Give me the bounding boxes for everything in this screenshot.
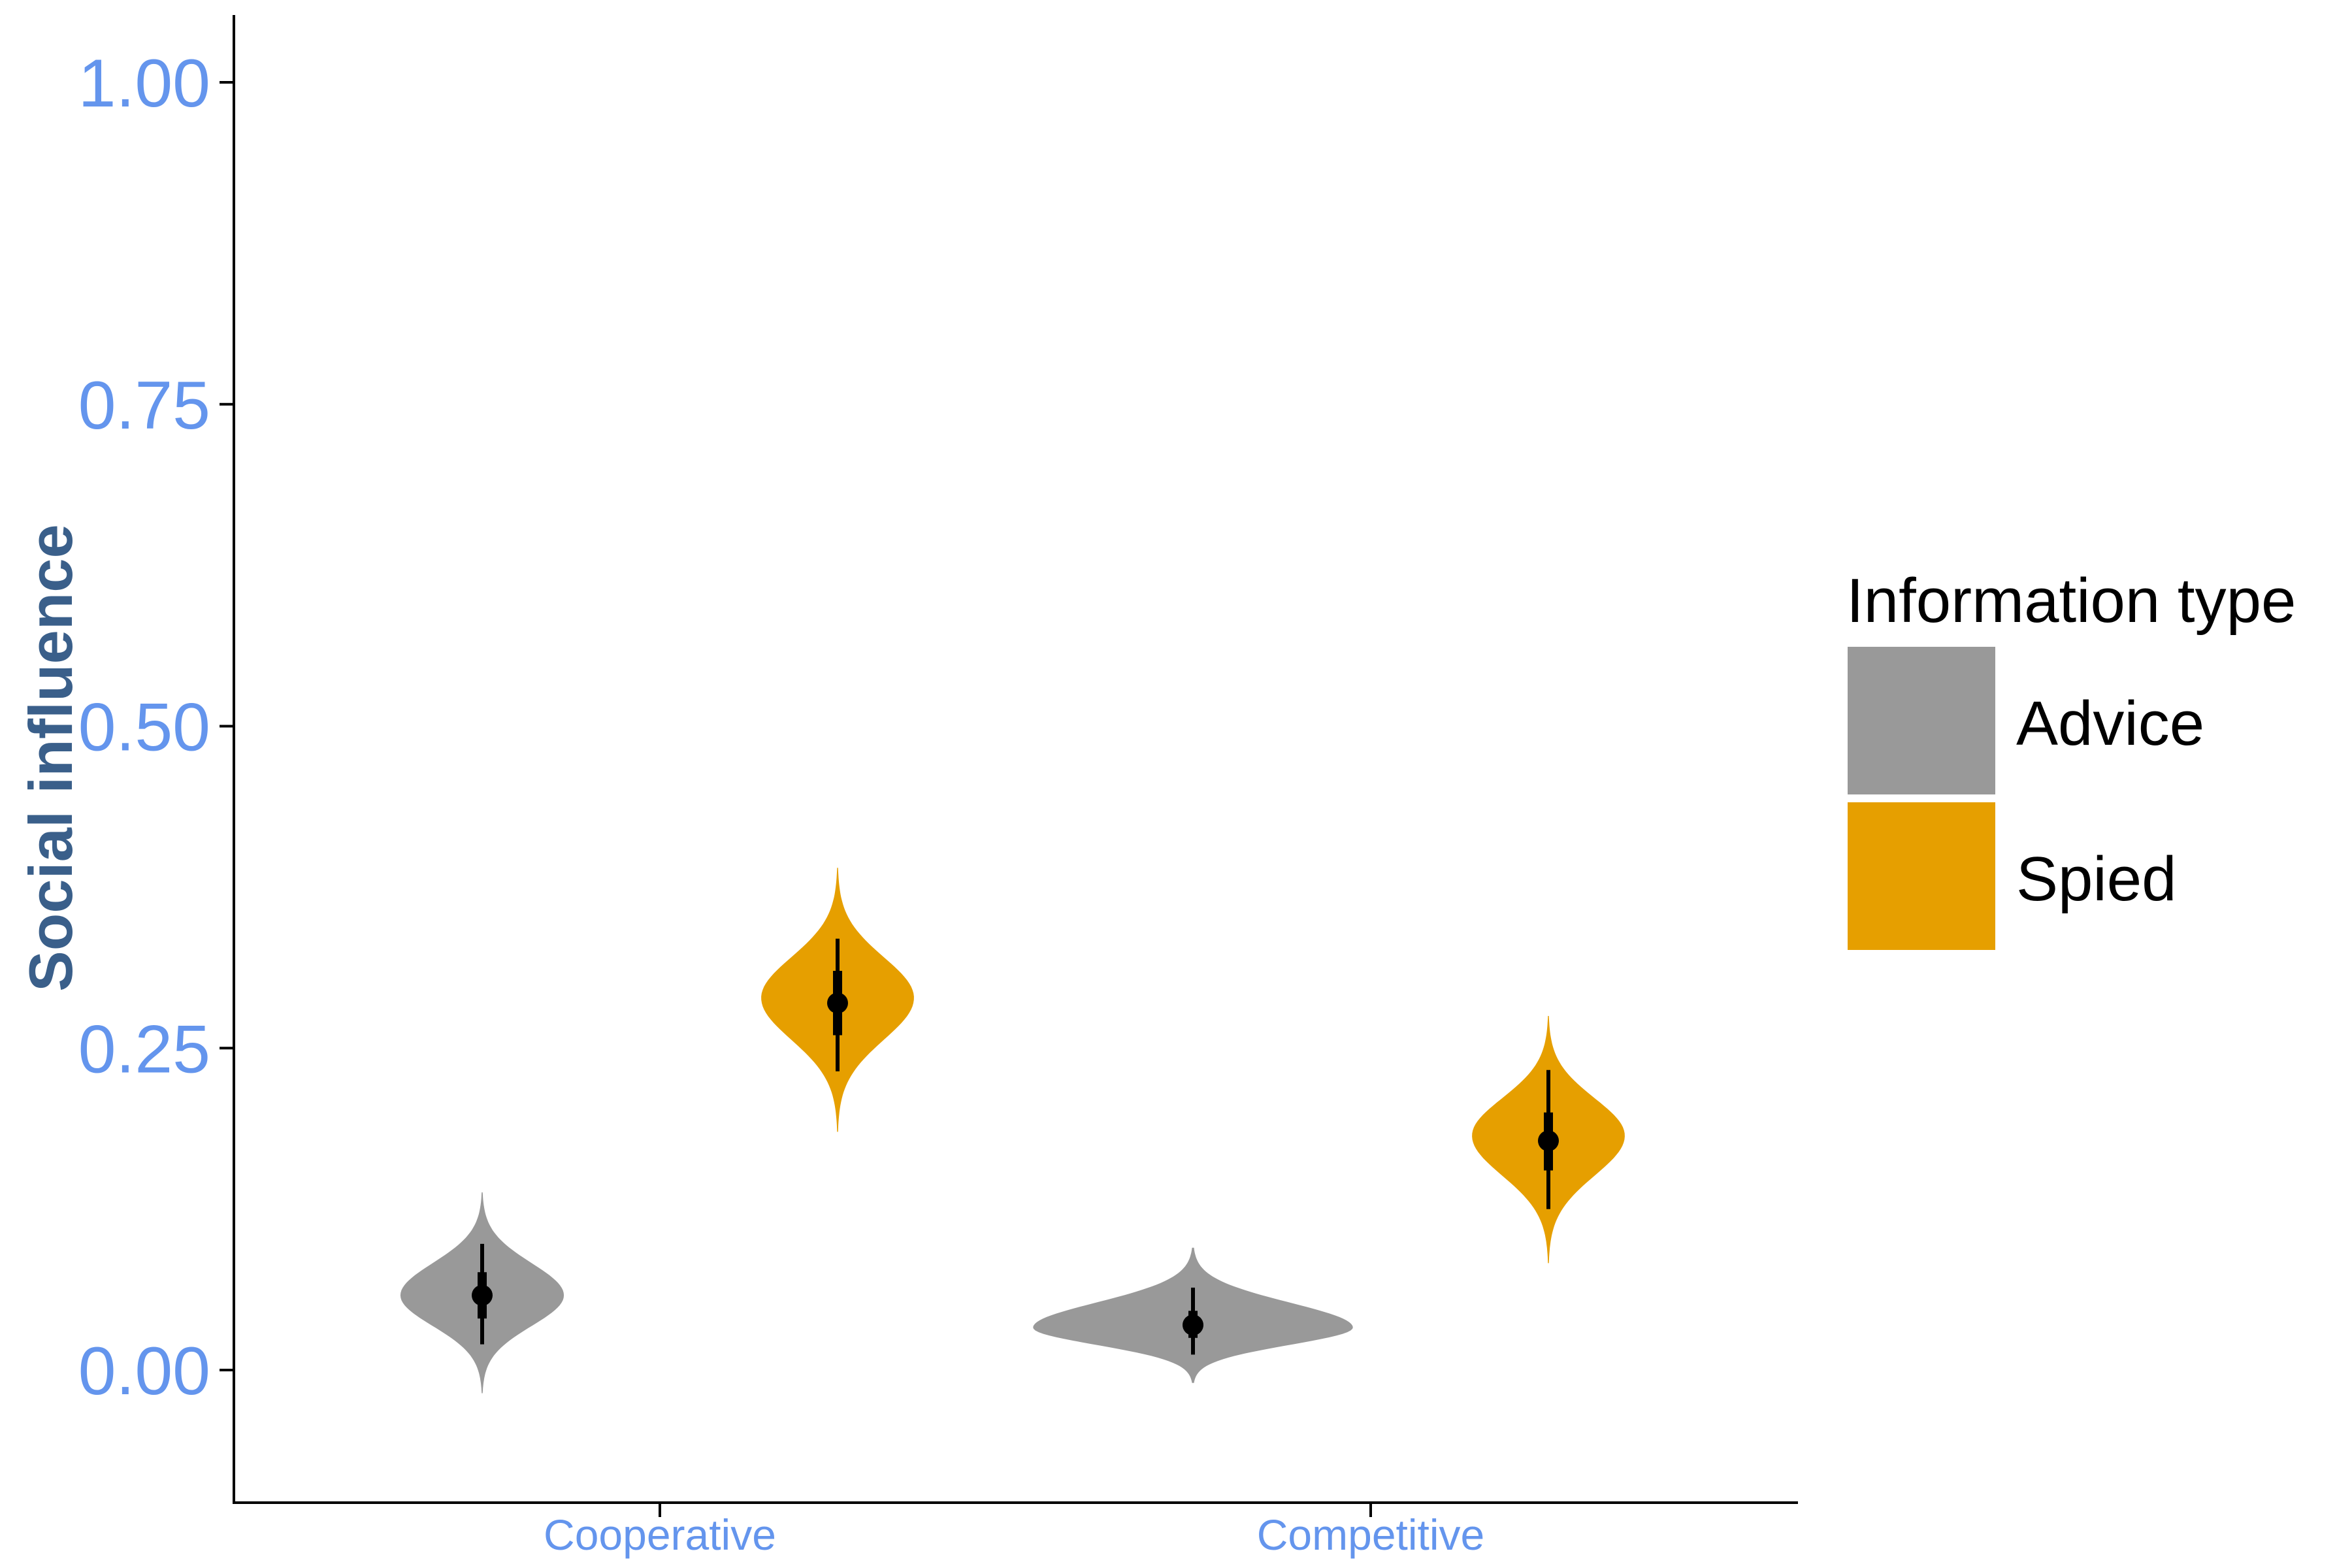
y-tick-label: 0.75	[78, 368, 210, 444]
legend-label-advice: Advice	[2016, 689, 2204, 759]
y-tick-label: 1.00	[78, 46, 210, 122]
median-point	[472, 1284, 493, 1306]
x-tick-label: Competitive	[1257, 1511, 1484, 1559]
axes	[233, 15, 1798, 1504]
x-ticks: Cooperative Competitive	[544, 1503, 1484, 1559]
y-axis-label: Social influence	[16, 524, 85, 992]
median-point	[1183, 1315, 1203, 1336]
y-tick-label: 0.25	[78, 1011, 210, 1087]
plot-area	[400, 868, 1625, 1394]
legend-key-advice	[1848, 647, 1995, 794]
legend: Information type Advice Spied	[1846, 566, 2296, 950]
median-point	[1538, 1130, 1559, 1152]
legend-label-spied: Spied	[2016, 844, 2177, 914]
legend-title: Information type	[1846, 566, 2296, 636]
legend-key-spied	[1848, 802, 1995, 950]
median-point	[827, 992, 848, 1014]
x-tick-label: Cooperative	[544, 1511, 776, 1559]
y-tick-label: 0.50	[78, 690, 210, 766]
y-tick-label: 0.00	[78, 1333, 210, 1409]
y-ticks: 0.00 0.25 0.50 0.75 1.00	[78, 46, 234, 1409]
